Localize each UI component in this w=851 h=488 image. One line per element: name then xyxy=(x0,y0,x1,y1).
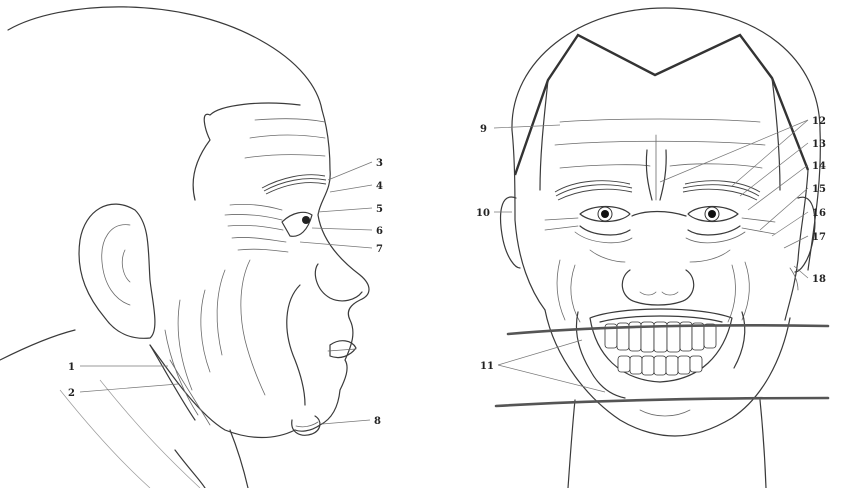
label-6: 6 xyxy=(376,226,383,237)
lower-horizontal-bar xyxy=(496,398,828,406)
frontal-face xyxy=(496,8,828,488)
label-14: 14 xyxy=(812,161,826,172)
frontal-eyebrows xyxy=(555,181,760,200)
profile-leaders xyxy=(80,162,372,424)
profile-ear xyxy=(79,204,155,338)
profile-forehead xyxy=(295,110,369,431)
label-5: 5 xyxy=(376,204,383,215)
frontal-nose xyxy=(622,270,693,305)
profile-eye-pupil xyxy=(302,216,310,224)
label-2: 2 xyxy=(68,388,75,399)
frontal-head-circle xyxy=(512,8,820,270)
label-16: 16 xyxy=(812,208,826,219)
frontal-left-ear xyxy=(501,197,520,268)
profile-neck-back xyxy=(0,330,75,360)
label-18: 18 xyxy=(812,274,826,285)
label-4: 4 xyxy=(376,181,383,192)
label-numbers: 1 2 3 4 5 6 7 8 9 10 11 12 13 14 15 16 1… xyxy=(68,116,826,427)
label-1: 1 xyxy=(68,362,75,373)
frontal-face-outline xyxy=(512,130,545,310)
label-8: 8 xyxy=(374,416,381,427)
frontal-eyes xyxy=(545,207,775,243)
label-13: 13 xyxy=(812,139,826,150)
frontal-mouth xyxy=(577,309,745,398)
label-17: 17 xyxy=(812,232,826,243)
label-11: 11 xyxy=(480,361,494,372)
label-7: 7 xyxy=(376,244,383,255)
profile-skull-outline xyxy=(8,7,322,110)
profile-head xyxy=(0,7,369,488)
label-15: 15 xyxy=(812,184,826,195)
label-9: 9 xyxy=(480,124,487,135)
label-12: 12 xyxy=(812,116,826,127)
label-3: 3 xyxy=(376,158,383,169)
frontal-frame xyxy=(515,35,808,175)
label-10: 10 xyxy=(476,208,490,219)
